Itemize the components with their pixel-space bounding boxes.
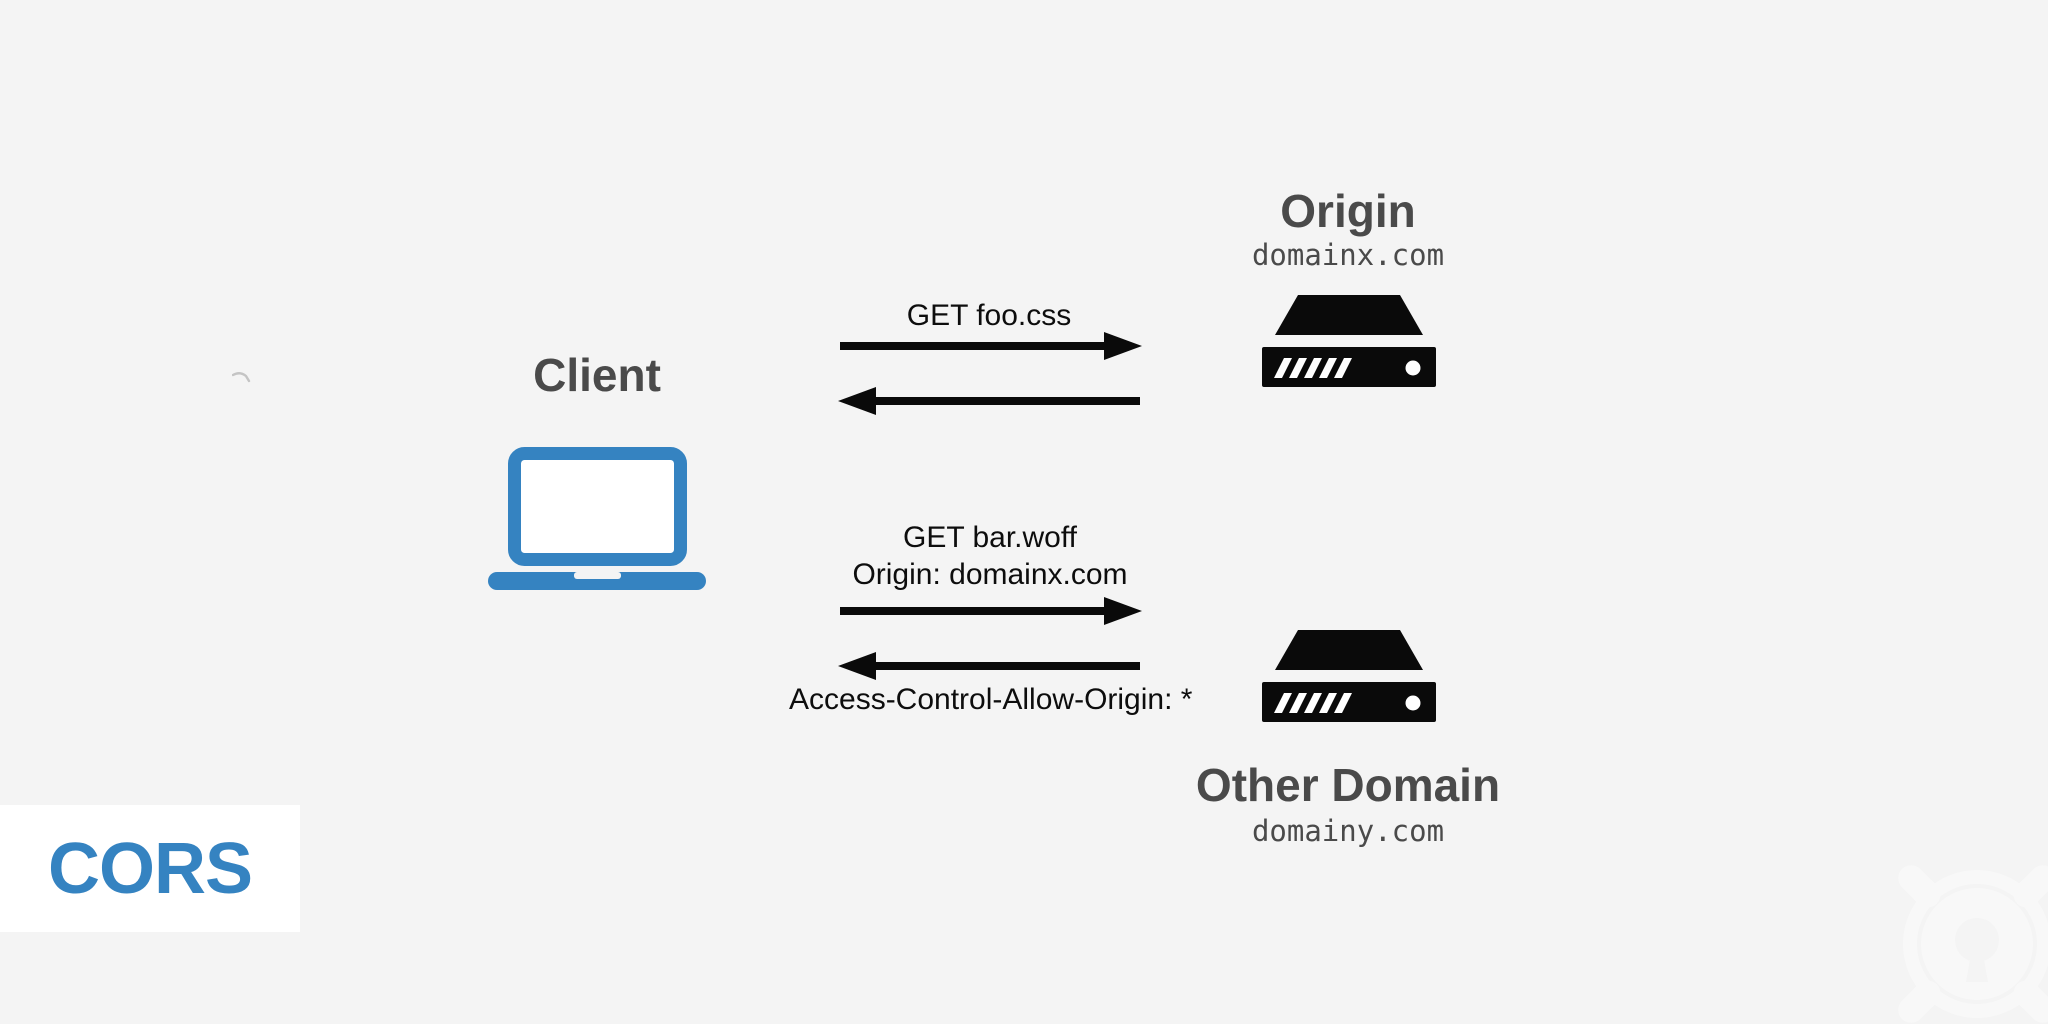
origin-server-title: Origin <box>1280 185 1416 237</box>
request2-line1: GET bar.woff <box>903 521 1077 554</box>
keyhole-logo-icon <box>1898 865 2048 1023</box>
server-rack-icon <box>1262 295 1436 387</box>
request2-line2: Origin: domainx.com <box>852 558 1128 591</box>
server-rack-icon <box>1262 630 1436 722</box>
client-label: Client <box>533 349 661 401</box>
other-server-domain: domainy.com <box>1251 814 1445 848</box>
laptop-icon <box>488 447 706 590</box>
pen-mark <box>232 372 251 383</box>
cors-badge-label: CORS <box>47 828 253 909</box>
origin-server-domain: domainx.com <box>1251 238 1445 272</box>
cors-badge: CORS <box>0 805 300 932</box>
arrow-left-icon <box>838 652 1140 680</box>
other-server-title: Other Domain <box>1195 759 1501 811</box>
response2-label: Access-Control-Allow-Origin: * <box>789 683 1193 716</box>
arrow-right-icon <box>840 597 1142 625</box>
request2-label: GET bar.woff Origin: domainx.com <box>790 519 1190 593</box>
arrow-left-icon <box>838 387 1140 415</box>
arrow-right-icon <box>840 332 1142 360</box>
request1-label: GET foo.css <box>906 299 1072 332</box>
